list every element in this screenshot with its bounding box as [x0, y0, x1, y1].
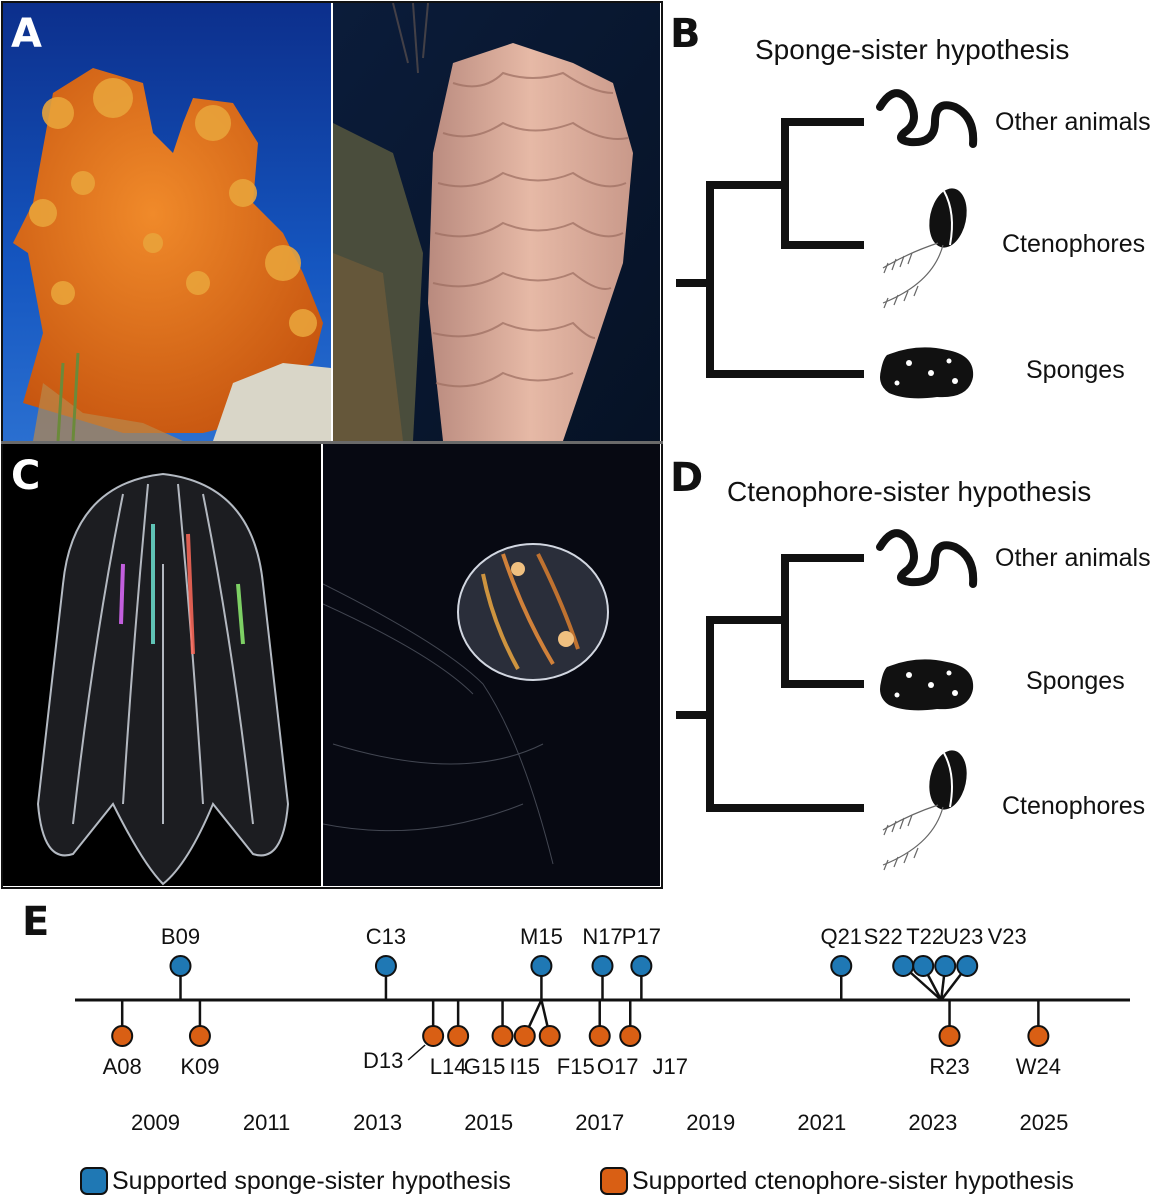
worm-icon [876, 529, 978, 588]
marker-A08 [111, 1025, 134, 1047]
marker-C13 [374, 955, 397, 977]
marker-N17 [591, 955, 614, 977]
label-L14: L14 [430, 1054, 467, 1079]
marker-I15 [513, 1025, 536, 1047]
label-M15: M15 [520, 924, 563, 949]
marker-F15 [538, 1025, 561, 1047]
tree-d-leaf-3: Ctenophores [1002, 792, 1146, 820]
label-Q21: Q21 [820, 924, 862, 949]
marker-B09 [169, 955, 192, 977]
legend-swatch-orange [600, 1167, 628, 1195]
label-J17: J17 [653, 1054, 688, 1079]
label-S22: S22 [864, 924, 903, 949]
publication-timeline: 2009 2011 2013 2015 2017 2019 2021 2023 2025 B09 C… [75, 924, 1130, 1135]
marker-J17 [619, 1025, 642, 1047]
sponge-icon [880, 659, 974, 711]
year-label-2011: 2011 [243, 1110, 290, 1135]
marker-K09 [188, 1025, 211, 1047]
tree-d-leaf-2: Sponges [1026, 667, 1125, 695]
leader-D13 [407, 1044, 426, 1061]
label-W24: W24 [1016, 1054, 1061, 1079]
year-label-2017: 2017 [575, 1110, 624, 1135]
tree-d-leaf-1: Other animals [995, 544, 1151, 572]
tree-b-leaf-2: Ctenophores [1002, 230, 1146, 258]
legend-ctenophore-sister: Supported ctenophore-sister hypothesis [600, 1164, 1074, 1198]
marker-M15 [530, 955, 553, 977]
year-label-2023: 2023 [908, 1110, 957, 1135]
legend-swatch-blue [80, 1167, 108, 1195]
marker-O17 [588, 1025, 611, 1047]
label-V23: V23 [988, 924, 1027, 949]
panel-label-e: E [22, 899, 50, 945]
year-label-2025: 2025 [1019, 1110, 1068, 1135]
panel-label-a: A [11, 11, 42, 57]
worm-icon [876, 89, 978, 148]
year-label-2009: 2009 [131, 1110, 180, 1135]
marker-W24 [1027, 1025, 1050, 1047]
year-label-2013: 2013 [353, 1110, 402, 1135]
label-P17: P17 [622, 924, 661, 949]
tree-b-leaf-3: Sponges [1026, 356, 1125, 384]
photo-orange-tube-sponge [3, 3, 331, 441]
year-label-2021: 2021 [797, 1110, 846, 1135]
marker-R23 [938, 1025, 961, 1047]
marker-G15 [491, 1025, 514, 1047]
legend-sponge-label: Supported sponge-sister hypothesis [112, 1166, 511, 1195]
label-F15: F15 [557, 1054, 595, 1079]
ctenophore-icon [882, 188, 967, 309]
photo-grid-frame [1, 1, 663, 889]
marker-Q21 [830, 955, 853, 977]
photo-grid-divider [1, 441, 663, 444]
label-T22: T22 [906, 924, 944, 949]
photo-comb-jelly-side [323, 444, 660, 886]
marker-P17 [630, 955, 653, 977]
label-R23: R23 [929, 1054, 969, 1079]
label-O17: O17 [597, 1054, 639, 1079]
label-U23: U23 [943, 924, 983, 949]
marker-U23 [934, 955, 957, 977]
label-K09: K09 [180, 1054, 219, 1079]
legend-ctenophore-label: Supported ctenophore-sister hypothesis [632, 1166, 1074, 1195]
panel-label-b: B [670, 11, 701, 57]
tree-d-title: Ctenophore-sister hypothesis [727, 476, 1092, 507]
photo-comb-jelly-front [3, 444, 321, 886]
marker-D13 [422, 1025, 445, 1047]
marker-S22 [892, 955, 915, 977]
year-label-2015: 2015 [464, 1110, 513, 1135]
tree-b-title: Sponge-sister hypothesis [755, 34, 1070, 65]
sponge-icon [880, 347, 974, 399]
year-label-2019: 2019 [686, 1110, 735, 1135]
marker-T22 [912, 955, 935, 977]
marker-L14 [447, 1025, 470, 1047]
label-C13: C13 [366, 924, 406, 949]
tree-d-branches [676, 554, 864, 812]
tree-b-leaf-1: Other animals [995, 108, 1151, 136]
label-D13: D13 [363, 1048, 403, 1073]
tree-b-branches [676, 118, 864, 378]
marker-V23 [956, 955, 979, 977]
ctenophore-icon [882, 750, 967, 871]
panel-label-d: D [670, 455, 704, 501]
photo-barrel-sponge [333, 3, 660, 441]
panel-label-c: C [11, 453, 41, 499]
label-A08: A08 [103, 1054, 142, 1079]
label-G15: G15 [464, 1054, 506, 1079]
label-I15: I15 [509, 1054, 540, 1079]
label-N17: N17 [582, 924, 622, 949]
label-B09: B09 [161, 924, 200, 949]
legend-sponge-sister: Supported sponge-sister hypothesis [80, 1164, 511, 1198]
